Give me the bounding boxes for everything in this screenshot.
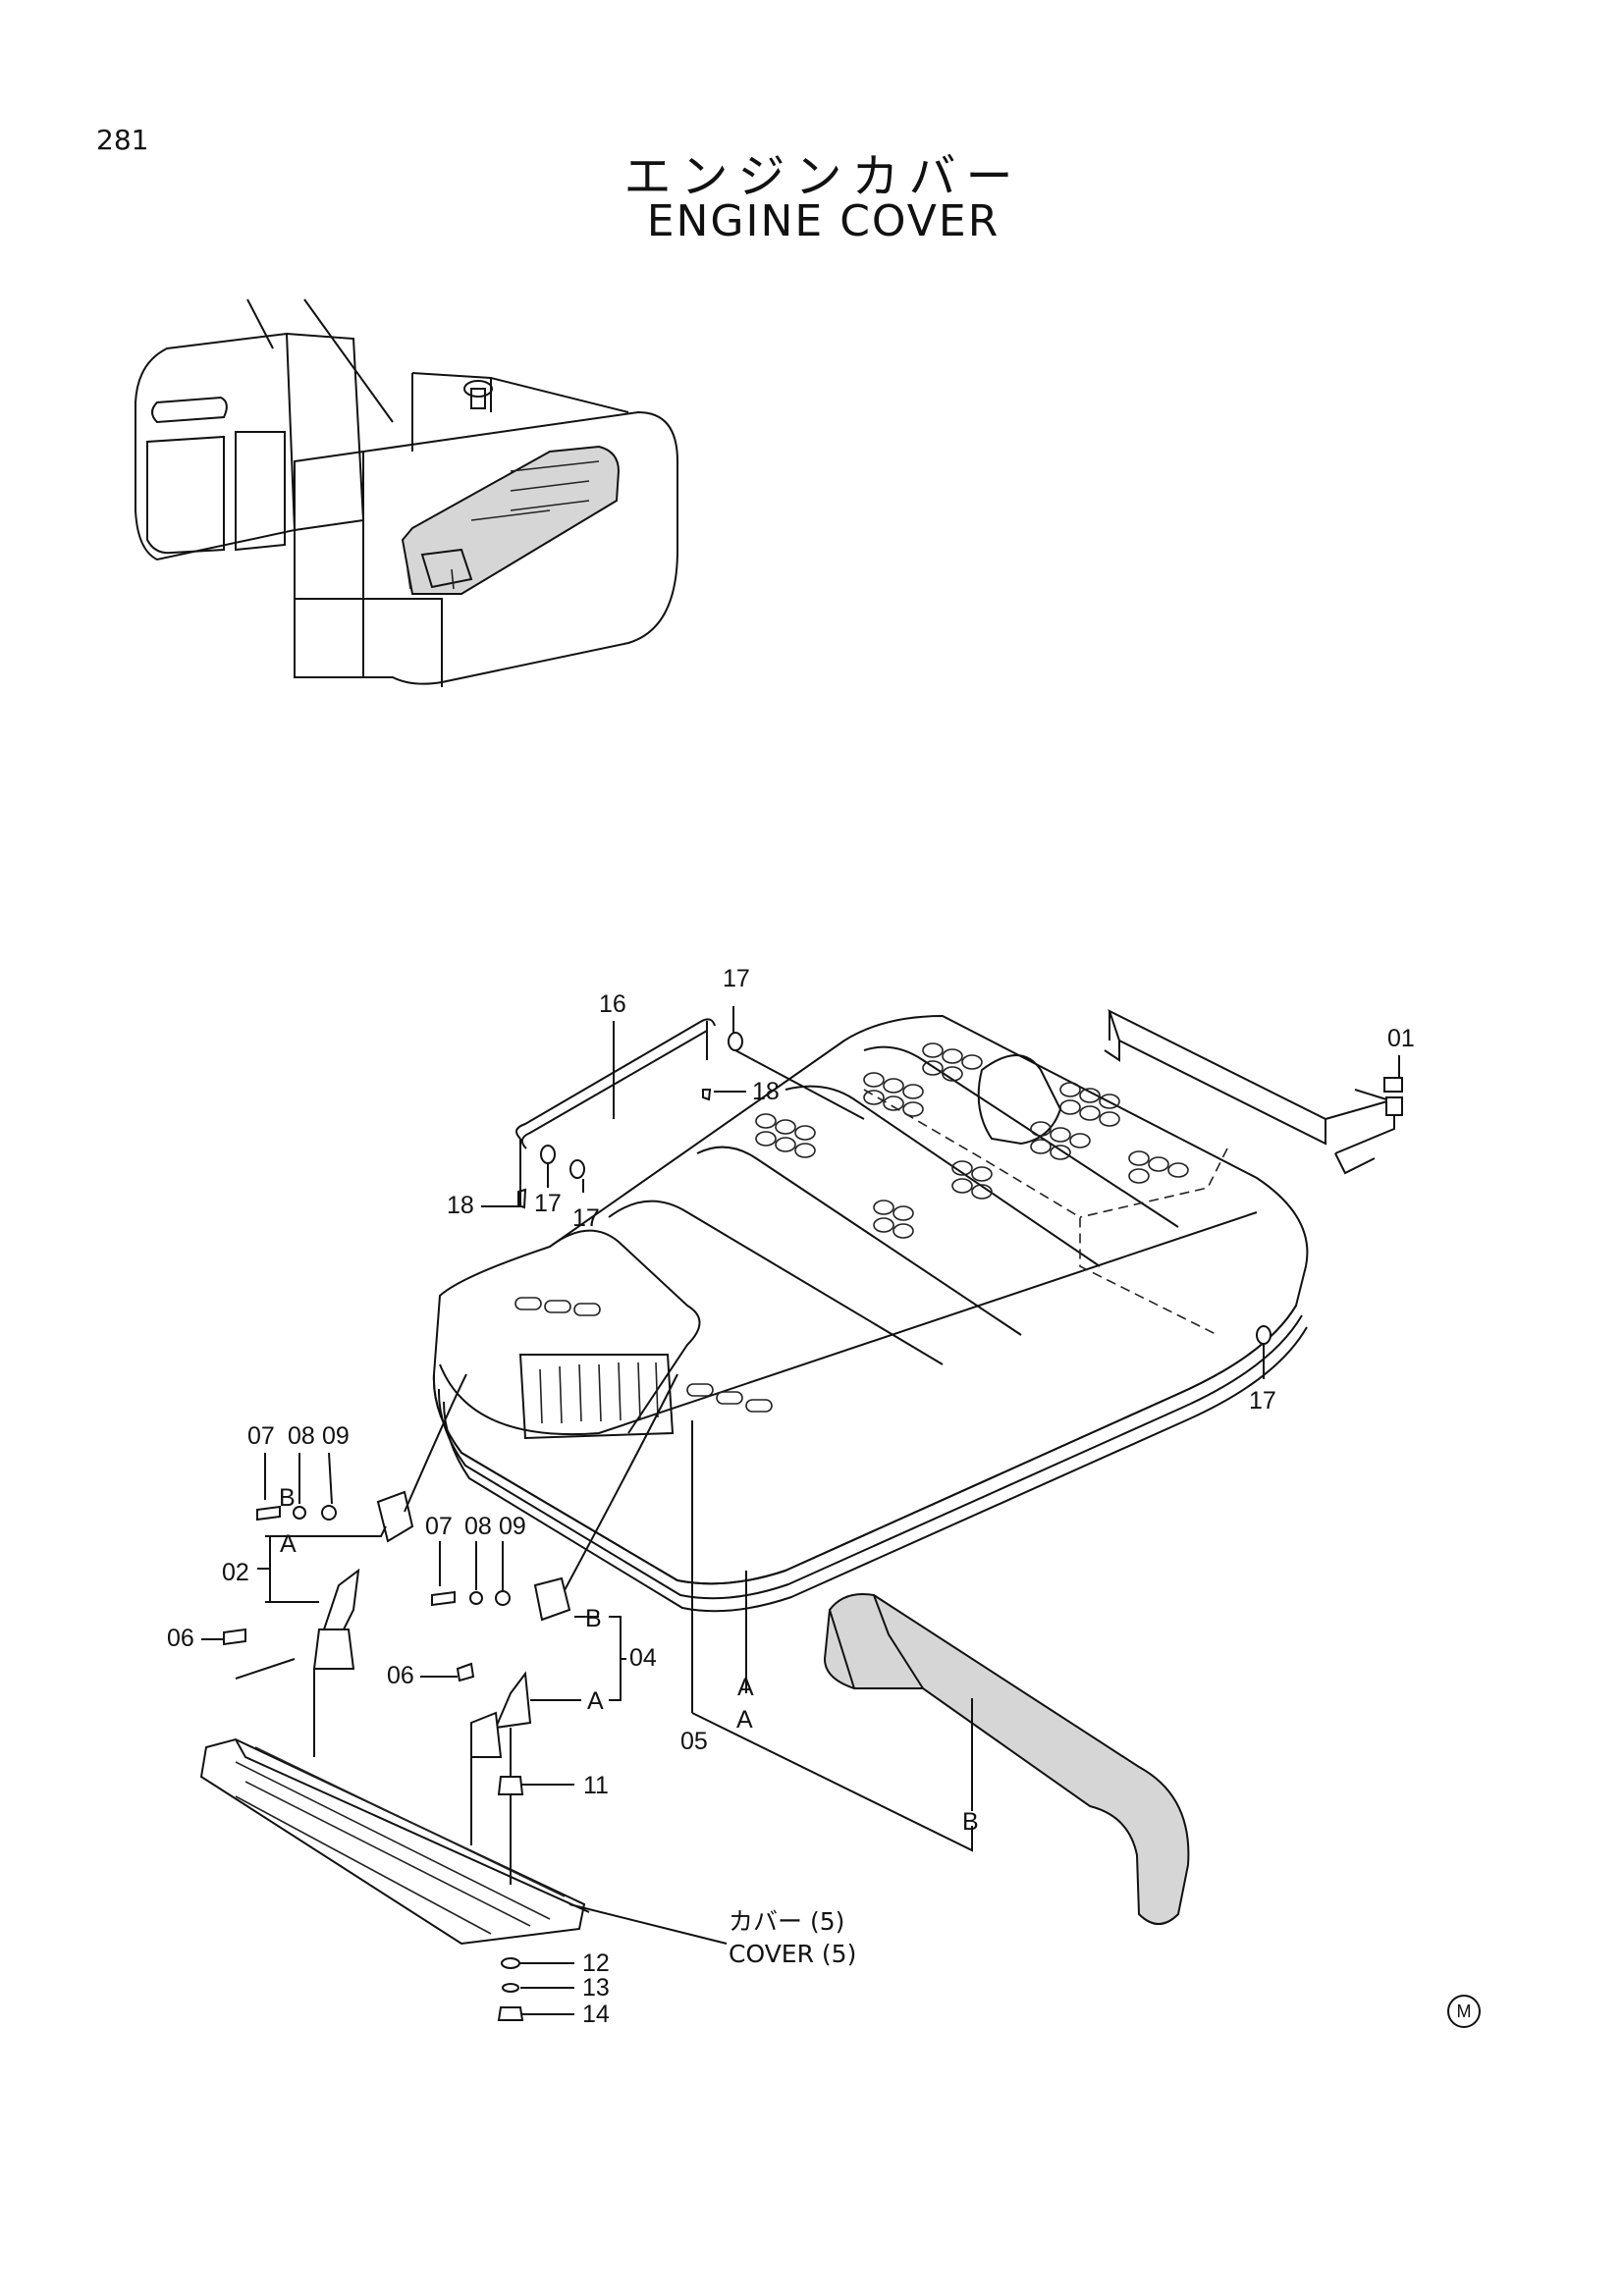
latch-assembly-02 (312, 1373, 467, 1670)
callout-07-left: 07 (247, 1422, 275, 1450)
callout-06-left: 06 (167, 1625, 194, 1652)
caption-english: COVER (5) (729, 1940, 856, 1968)
callout-14: 14 (582, 2001, 610, 2028)
callout-17-top: 17 (723, 965, 750, 992)
washer-17-left (540, 1145, 556, 1164)
callout-18-left: 18 (447, 1192, 474, 1219)
callout-17-left: 17 (534, 1190, 562, 1217)
callout-17-mid: 17 (572, 1204, 600, 1232)
engine-cover-part-05 (432, 1014, 1309, 1613)
ref-b-seal: B (962, 1808, 979, 1836)
washer-17-top (728, 1032, 743, 1051)
callout-17-right: 17 (1249, 1387, 1276, 1415)
ref-a-latch-02: A (280, 1530, 297, 1558)
rubber-seal-part (823, 1593, 1190, 1925)
washer-17-mid (569, 1159, 585, 1179)
callout-18-top: 18 (752, 1078, 780, 1105)
pin-18-left (517, 1188, 527, 1209)
ref-a-cover: A (737, 1674, 754, 1701)
manufacturer-mark: M (1447, 1995, 1481, 2028)
reference-letters: A A A A B B B (279, 1484, 979, 1836)
callout-09-left: 09 (322, 1422, 350, 1450)
callout-16: 16 (599, 990, 626, 1018)
caption-japanese: カバー (5) (729, 1907, 844, 1936)
callouts: 01 02 04 05 06 06 07 07 08 08 09 09 11 1… (167, 965, 1415, 2028)
callout-05: 05 (680, 1728, 708, 1755)
leader-lines (201, 1006, 1400, 2015)
latch-assembly-04 (470, 1373, 678, 1758)
callout-11: 11 (583, 1772, 609, 1799)
under-cover-part (199, 1669, 728, 1946)
machine-overview-illustration (135, 298, 678, 687)
bracket-assembly-01 (1079, 1009, 1403, 1218)
fasteners (223, 1505, 524, 2021)
ref-b-latch-02: B (279, 1484, 296, 1512)
page-title-japanese: エンジンカバー (623, 149, 1023, 204)
callout-08-right: 08 (464, 1513, 492, 1540)
pin-18-top (702, 1089, 712, 1101)
page-title: ENGINE COVER (646, 196, 1001, 246)
callout-07-right: 07 (425, 1513, 453, 1540)
callout-04: 04 (629, 1644, 657, 1672)
washer-17-right (1256, 1325, 1271, 1345)
callout-12: 12 (582, 1949, 610, 1977)
cover-caption: カバー (5) COVER (5) (729, 1907, 856, 1968)
ref-a-cover-lower: A (736, 1706, 753, 1734)
ref-b-latch-04: B (585, 1605, 602, 1632)
callout-09-right: 09 (499, 1513, 526, 1540)
callout-02: 02 (222, 1559, 249, 1586)
stay-rod-part-16 (515, 1018, 1271, 1345)
cover-vents (514, 1042, 1189, 1413)
callout-13: 13 (582, 1974, 610, 2002)
callout-06-center: 06 (387, 1662, 414, 1689)
ref-a-latch-04: A (587, 1687, 604, 1715)
page-number: 281 (96, 124, 149, 156)
callout-01: 01 (1387, 1025, 1415, 1052)
callout-08-left: 08 (288, 1422, 315, 1450)
